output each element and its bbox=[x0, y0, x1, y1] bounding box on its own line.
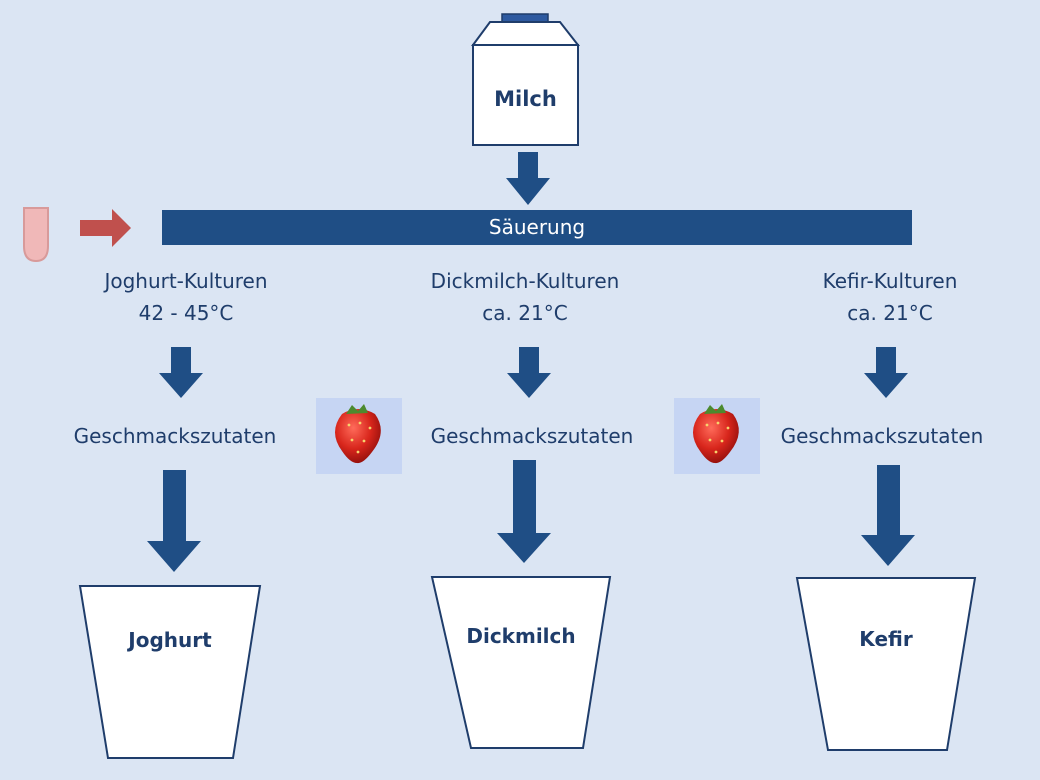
kefir-product-label: Kefir bbox=[859, 627, 913, 651]
kefir-flavor-label: Geschmackszutaten bbox=[780, 424, 984, 448]
dickmilch-culture-label: Dickmilch-Kulturen bbox=[430, 269, 620, 293]
arrow-kefir-culture-to-flavor bbox=[864, 347, 908, 398]
test-tube-icon bbox=[23, 207, 49, 263]
joghurt-product-label: Joghurt bbox=[128, 628, 212, 652]
kefir-culture-label: Kefir-Kulturen bbox=[822, 269, 958, 293]
yogurt-cup-icon bbox=[78, 585, 262, 759]
dickmilch-product-label: Dickmilch bbox=[466, 624, 576, 648]
yogurt-cup-icon bbox=[430, 576, 612, 749]
joghurt-temperature-label: 42 - 45°C bbox=[138, 301, 234, 325]
yogurt-cup-icon bbox=[795, 577, 977, 751]
acidification-bar bbox=[162, 210, 912, 245]
dickmilch-flavor-label: Geschmackszutaten bbox=[430, 424, 634, 448]
red-arrow-icon bbox=[80, 209, 131, 247]
joghurt-flavor-label: Geschmackszutaten bbox=[73, 424, 277, 448]
arrow-flavor-to-kefir bbox=[861, 465, 915, 566]
arrow-dickmilch-culture-to-flavor bbox=[507, 347, 551, 398]
kefir-temperature-label: ca. 21°C bbox=[847, 301, 933, 325]
strawberry-icon bbox=[316, 398, 402, 474]
arrow-flavor-to-joghurt bbox=[147, 470, 201, 572]
milk-label: Milch bbox=[494, 87, 557, 111]
arrow-milk-to-acidification bbox=[506, 152, 550, 205]
arrow-flavor-to-dickmilch bbox=[497, 460, 551, 563]
arrow-joghurt-culture-to-flavor bbox=[159, 347, 203, 398]
dickmilch-temperature-label: ca. 21°C bbox=[482, 301, 568, 325]
milk-carton-icon bbox=[471, 13, 581, 146]
joghurt-culture-label: Joghurt-Kulturen bbox=[104, 269, 268, 293]
acidification-label: Säuerung bbox=[488, 215, 586, 239]
strawberry-icon bbox=[674, 398, 760, 474]
